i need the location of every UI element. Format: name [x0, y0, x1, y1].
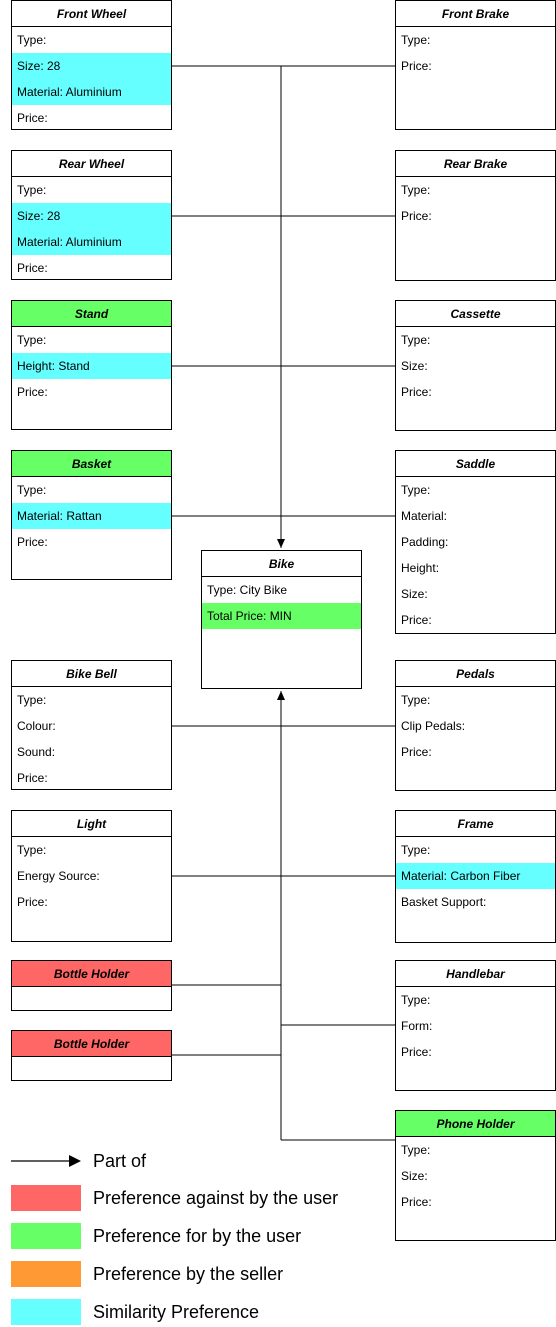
box-row: Type:	[17, 483, 47, 497]
legend-swatch-red	[11, 1185, 81, 1211]
box-row: Padding:	[401, 535, 449, 549]
box-row: Type:	[401, 333, 431, 347]
box-row: Clip Pedals:	[401, 719, 466, 733]
box-title: Bottle Holder	[12, 961, 171, 987]
bike-box: Bike Type: City Bike Total Price: MIN	[201, 550, 362, 689]
legend-label: Preference for by the user	[93, 1226, 302, 1246]
stand-box: Stand Type: Height: Stand Price:	[11, 300, 172, 430]
bottle-holder-box-2: Bottle Holder	[11, 1030, 172, 1081]
pedals-box: Pedals Type: Clip Pedals: Price:	[395, 660, 556, 791]
box-row: Type:	[17, 183, 47, 197]
box-row: Price:	[17, 111, 48, 125]
box-row: Energy Source:	[17, 869, 100, 883]
front-wheel-box: Front Wheel Type: Size: 28 Material: Alu…	[11, 0, 172, 130]
box-row: Size:	[401, 1169, 428, 1183]
box-row: Price:	[401, 209, 432, 223]
phone-holder-box: Phone Holder Type: Size: Price:	[395, 1110, 556, 1241]
box-row: Type:	[17, 33, 47, 47]
box-title: Bike Bell	[12, 661, 171, 687]
box-row: Price:	[401, 59, 432, 73]
frame-box: Frame Type: Material: Carbon Fiber Baske…	[395, 810, 556, 943]
box-title: Rear Brake	[396, 151, 555, 177]
saddle-box: Saddle Type: Material: Padding: Height: …	[395, 450, 556, 634]
bike-bell-box: Bike Bell Type: Colour: Sound: Price:	[11, 660, 172, 790]
legend-for-user: Preference for by the user	[11, 1221, 511, 1251]
basket-box: Basket Type: Material: Rattan Price:	[11, 450, 172, 580]
box-row: Price:	[401, 1045, 432, 1059]
box-row: Material: Rattan	[12, 503, 171, 529]
legend-part-of: Part of	[11, 1146, 511, 1176]
box-row: Type:	[401, 33, 431, 47]
box-row: Price:	[17, 385, 48, 399]
box-row: Price:	[17, 771, 48, 785]
box-row: Height: Stand	[12, 353, 171, 379]
box-row: Type:	[17, 333, 47, 347]
box-row: Type:	[401, 843, 431, 857]
box-row: Material: Carbon Fiber	[396, 863, 555, 889]
bottle-holder-box-1: Bottle Holder	[11, 960, 172, 1011]
box-row: Height:	[401, 561, 440, 575]
box-row: Price:	[401, 385, 432, 399]
box-row: Price:	[401, 745, 432, 759]
box-row: Size:	[401, 359, 428, 373]
rear-brake-box: Rear Brake Type: Price:	[395, 150, 556, 281]
front-brake-box: Front Brake Type: Price:	[395, 0, 556, 130]
rear-wheel-box: Rear Wheel Type: Size: 28 Material: Alum…	[11, 150, 172, 280]
box-row: Price:	[401, 1195, 432, 1209]
box-title: Handlebar	[396, 961, 555, 987]
box-title: Pedals	[396, 661, 555, 687]
legend-label: Similarity Preference	[93, 1302, 260, 1322]
box-row: Type:	[17, 693, 47, 707]
legend-label: Preference against by the user	[93, 1188, 339, 1208]
arrow-icon	[11, 1155, 81, 1167]
box-row: Type:	[401, 693, 431, 707]
box-title: Cassette	[396, 301, 555, 327]
legend-swatch-orange	[11, 1261, 81, 1287]
legend-seller: Preference by the seller	[11, 1259, 511, 1289]
box-row: Size: 28	[12, 53, 171, 79]
box-row: Material: Aluminium	[12, 79, 171, 105]
light-box: Light Type: Energy Source: Price:	[11, 810, 172, 942]
legend-label: Preference by the seller	[93, 1264, 284, 1284]
box-row: Type:	[401, 993, 431, 1007]
box-title: Bike	[202, 551, 361, 577]
box-title: Front Wheel	[12, 1, 171, 27]
cassette-box: Cassette Type: Size: Price:	[395, 300, 556, 431]
box-row: Type:	[401, 1143, 431, 1157]
box-row: Colour:	[17, 719, 56, 733]
box-title: Bottle Holder	[12, 1031, 171, 1057]
box-row: Material:	[401, 509, 448, 523]
box-row: Price:	[17, 261, 48, 275]
box-row: Type: City Bike	[207, 583, 288, 597]
box-row: Size:	[401, 587, 428, 601]
box-row: Form:	[401, 1019, 433, 1033]
box-row: Type:	[401, 183, 431, 197]
legend-swatch-green	[11, 1223, 81, 1249]
box-row: Material: Aluminium	[12, 229, 171, 255]
box-row: Basket Support:	[401, 895, 487, 909]
box-title: Rear Wheel	[12, 151, 171, 177]
box-title: Basket	[12, 451, 171, 477]
box-row: Type:	[17, 843, 47, 857]
legend-swatch-cyan	[11, 1299, 81, 1325]
legend-label: Part of	[93, 1151, 147, 1171]
handlebar-box: Handlebar Type: Form: Price:	[395, 960, 556, 1091]
box-title: Phone Holder	[396, 1111, 555, 1137]
box-title: Front Brake	[396, 1, 555, 27]
box-row: Sound:	[17, 745, 56, 759]
box-row: Type:	[401, 483, 431, 497]
legend-against-user: Preference against by the user	[11, 1183, 511, 1213]
legend-similarity: Similarity Preference	[11, 1297, 511, 1327]
box-row: Price:	[401, 613, 432, 627]
box-title: Saddle	[396, 451, 555, 477]
box-row: Price:	[17, 895, 48, 909]
box-title: Frame	[396, 811, 555, 837]
box-title: Stand	[12, 301, 171, 327]
box-title: Light	[12, 811, 171, 837]
box-row: Total Price: MIN	[202, 603, 361, 629]
box-row: Price:	[17, 535, 48, 549]
box-row: Size: 28	[12, 203, 171, 229]
